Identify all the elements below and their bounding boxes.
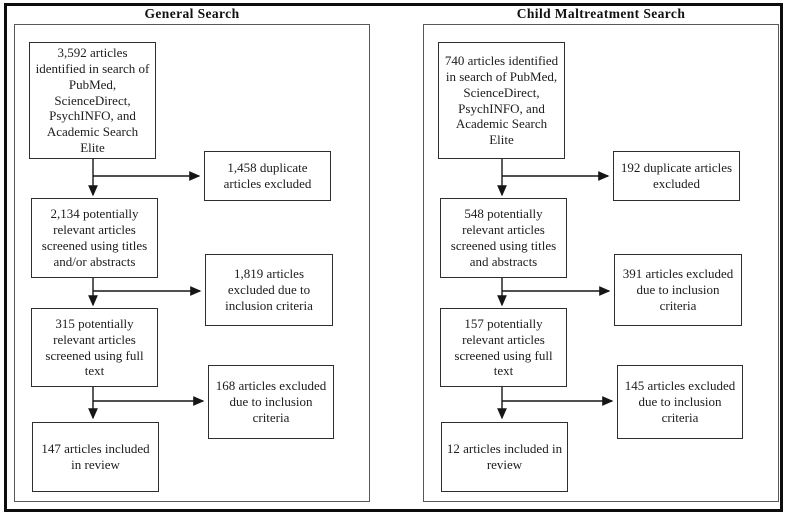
flow-box-identified: 740 articles identified in search of Pub… [438,42,565,159]
flow-box-identified: 3,592 articles identified in search of P… [29,42,156,159]
panel-title-general-search: General Search [144,6,240,21]
exclusion-box-fulltext: 145 articles excluded due to inclusion c… [617,365,743,439]
exclusion-box-fulltext: 168 articles excluded due to inclusion c… [208,365,334,439]
panel-general-search: General Search 3,592 articles identified… [14,4,370,502]
flow-box-included: 12 articles included in review [441,422,568,492]
panel-child-maltreatment-search: Child Maltreatment Search 740 articles i… [423,4,779,502]
exclusion-box-titles: 1,819 articles excluded due to inclusion… [205,254,333,326]
exclusion-box-duplicates: 1,458 duplicate articles excluded [204,151,331,201]
exclusion-box-titles: 391 articles excluded due to inclusion c… [614,254,742,326]
flow-box-screened-titles: 548 potentially relevant articles screen… [440,198,567,278]
flow-box-screened-titles: 2,134 potentially relevant articles scre… [31,198,158,278]
flow-box-screened-fulltext: 315 potentially relevant articles screen… [31,308,158,387]
panel-box-general-search: 3,592 articles identified in search of P… [14,24,370,502]
flow-box-screened-fulltext: 157 potentially relevant articles screen… [440,308,567,387]
exclusion-box-duplicates: 192 duplicate articles excluded [613,151,740,201]
panel-title-child-maltreatment-search: Child Maltreatment Search [516,6,686,21]
panel-box-child-maltreatment-search: 740 articles identified in search of Pub… [423,24,779,502]
flow-box-included: 147 articles included in review [32,422,159,492]
